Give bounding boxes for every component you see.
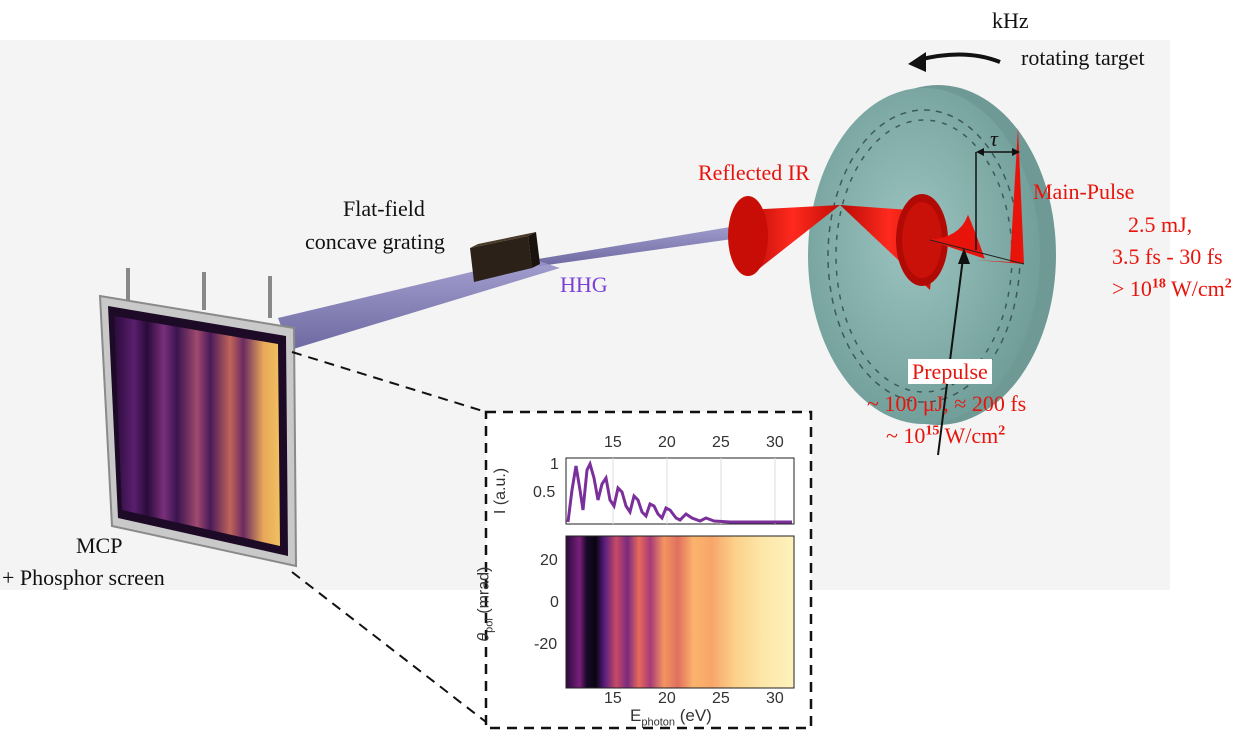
prepulse-label: Prepulse — [908, 359, 992, 385]
prepulse-params-label: ~ 100 μJ, ≈ 200 fs — [867, 391, 1027, 416]
inset-dash-bottom — [291, 571, 487, 723]
grating-block — [470, 232, 540, 282]
grating-label-line1: Flat-field — [343, 196, 425, 221]
heatmap-plot — [565, 535, 795, 689]
top-ytick-05: 0.5 — [533, 484, 556, 501]
bottom-xtick-20: 20 — [658, 690, 676, 707]
bottom-xtick-30: 30 — [766, 690, 784, 707]
main-pulse-shape — [975, 128, 1024, 264]
mcp-label-line1: MCP — [76, 533, 123, 558]
bottom-ytick-20: 20 — [540, 552, 558, 569]
khz-label: kHz — [992, 8, 1029, 33]
bottom-xlabel: Ephoton (eV) — [630, 706, 712, 729]
reflected-ir-label: Reflected IR — [698, 160, 810, 185]
bottom-ytick-neg20: -20 — [534, 636, 558, 653]
hhg-beam-upper — [520, 222, 768, 266]
top-xtick-20: 20 — [658, 434, 676, 451]
main-pulse-label: Main-Pulse — [1033, 179, 1135, 204]
pulse-baseline — [929, 239, 1025, 265]
main-intensity-label: > 1018 W/cm2 — [1112, 276, 1232, 301]
grating-label-line2: concave grating — [305, 229, 445, 254]
top-xtick-30: 30 — [766, 434, 784, 451]
hhg-label: HHG — [560, 272, 608, 297]
tau-label: τ — [990, 126, 998, 151]
prepulse-shape — [929, 214, 985, 259]
main-energy-label: 2.5 mJ, — [1128, 212, 1193, 237]
bottom-ylabel: θpol (mrad) — [475, 566, 496, 642]
prepulse-intensity-label: ~ 1015 W/cm2 — [886, 423, 1006, 448]
top-ytick-1: 1 — [550, 456, 559, 473]
mcp-label-line2: + Phosphor screen — [2, 565, 165, 590]
hhg-beam-lower — [278, 258, 560, 350]
laser-cones — [728, 194, 948, 290]
main-duration-label: 3.5 fs - 30 fs — [1112, 244, 1223, 269]
mcp-screen — [98, 268, 298, 568]
rotation-arrow-head — [908, 52, 926, 72]
bottom-xtick-25: 25 — [712, 690, 730, 707]
bottom-ytick-0: 0 — [550, 594, 559, 611]
top-xtick-25: 25 — [712, 434, 730, 451]
rotating-target-label: rotating target — [1021, 45, 1145, 70]
bottom-xtick-15: 15 — [604, 690, 622, 707]
rotation-arrow — [917, 52, 1001, 64]
prepulse-arrow — [937, 257, 964, 456]
top-ylabel: I (a.u.) — [492, 467, 510, 515]
spectrum-plot — [565, 457, 795, 525]
top-xtick-15: 15 — [604, 434, 622, 451]
